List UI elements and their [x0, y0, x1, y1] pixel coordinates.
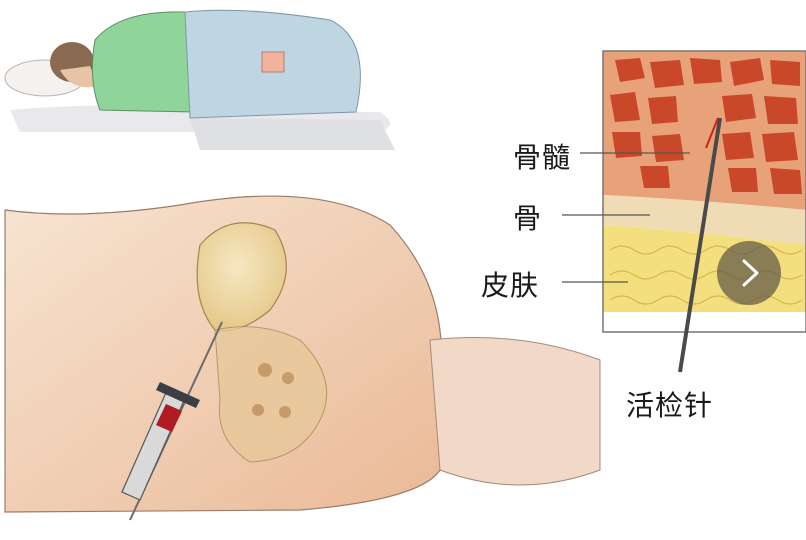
sacral-foramen: [252, 404, 264, 416]
green-blanket: [92, 12, 195, 112]
label-bone: 骨: [513, 197, 542, 237]
sacral-foramen: [258, 363, 272, 377]
cross-section-inset: [603, 51, 806, 372]
hip-closeup: [5, 196, 600, 520]
biopsy-window: [262, 52, 284, 72]
sacral-foramen: [282, 372, 294, 384]
patient-on-bed: [5, 10, 395, 150]
label-skin: 皮肤: [481, 264, 539, 304]
inset-bottom-white: [603, 312, 806, 332]
label-biopsy-needle: 活检针: [626, 384, 713, 424]
thigh: [430, 338, 600, 486]
chevron-right-icon: [717, 241, 781, 305]
carousel-next-button[interactable]: [717, 241, 781, 305]
bed-shadow: [190, 118, 395, 150]
sacral-foramen: [279, 406, 291, 418]
label-bone-marrow: 骨髓: [513, 136, 571, 176]
